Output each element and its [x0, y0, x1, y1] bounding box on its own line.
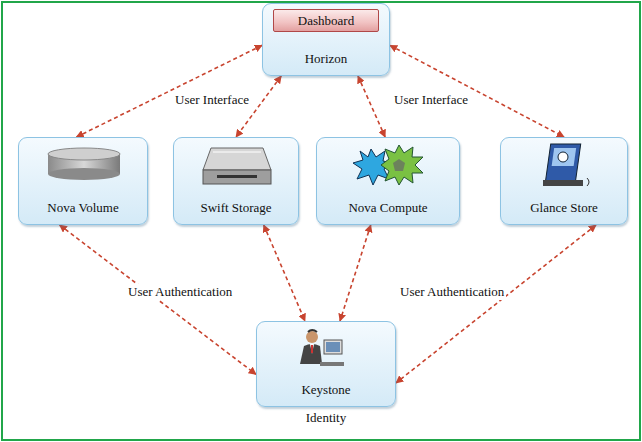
node-title: Dashboard	[298, 13, 354, 29]
edge-label: User Authentication	[398, 284, 506, 300]
dashed-connector	[60, 225, 256, 374]
service-box: Horizon Dashboard	[262, 3, 390, 76]
volume-icon	[44, 146, 124, 182]
edge-label: User Interface	[173, 92, 251, 108]
service-box: Swift Storage	[173, 137, 299, 225]
node-title: Glance Store	[530, 200, 598, 216]
node-title: Nova Compute	[348, 200, 427, 216]
storage-icon	[199, 144, 275, 188]
dashed-connector	[77, 45, 263, 137]
dashed-connector	[264, 225, 305, 321]
identity-box: KeystoneIdentity	[256, 321, 396, 407]
node-title: Horizon	[305, 51, 348, 67]
dashboard-button: Dashboard	[273, 9, 379, 32]
dashed-connector	[396, 225, 596, 383]
node-title: Swift Storage	[200, 200, 271, 216]
node-title: Keystone	[301, 382, 350, 398]
node-title: Nova Volume	[47, 200, 118, 216]
node-caption: Identity	[257, 410, 395, 426]
store-icon	[535, 142, 595, 190]
service-box: Nova Volume	[18, 137, 148, 225]
service-box: Glance Store	[500, 137, 628, 225]
dashed-connector	[358, 76, 385, 137]
edge-label: User Interface	[392, 92, 470, 108]
identity-icon	[296, 328, 346, 370]
compute-icon	[349, 143, 429, 189]
dashed-connector	[390, 45, 564, 137]
dashed-connector	[340, 225, 371, 321]
edge-label: User Authentication	[126, 284, 234, 300]
service-box: Nova Compute	[316, 137, 460, 225]
